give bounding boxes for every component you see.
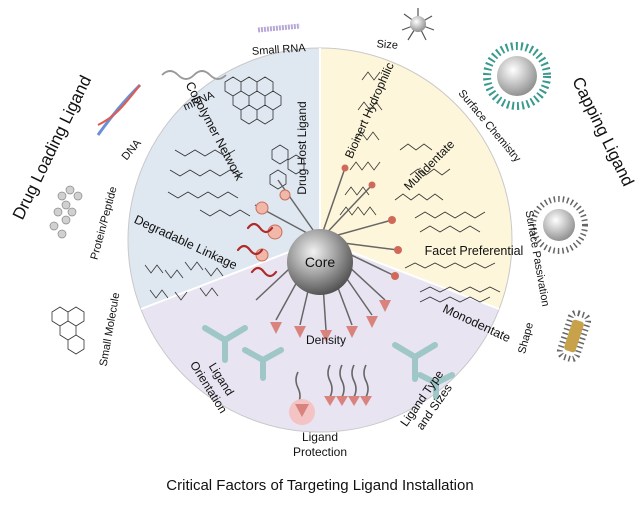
label-facet: Facet Preferential [425,244,524,258]
rna-strands [236,222,278,278]
figure-caption: Critical Factors of Targeting Ligand Ins… [166,477,473,494]
size-np-icon [401,8,435,41]
surface-passivation-np-icon [530,196,588,254]
label-small-molecule: Small Molecule [98,292,123,368]
antibody-icons [202,325,455,400]
label-dna: DNA [120,137,145,163]
protein-icon [49,185,83,239]
chemical-structures-right [339,71,501,303]
small-molecule-icon [51,306,85,355]
label-protein: Protein/Peptide [89,185,120,261]
label-protection-line1: Ligand [302,430,338,444]
label-shape: Shape [516,321,536,355]
shape-np-icon [556,309,592,363]
label-protection: Ligand Protection [293,430,347,459]
ligand-heads [324,396,372,406]
nanoparticle-core [287,229,353,295]
ligand-chains [295,364,369,405]
title-drug-loading: Drug Loading Ligand [9,72,95,222]
label-small-rna: Small RNA [252,42,307,58]
label-drug-host: Drug Host Ligand [295,101,309,194]
dna-icon [96,83,142,136]
label-protection-line2: Protection [293,445,347,459]
title-capping: Capping Ligand [568,74,637,189]
core-label: Core [305,254,336,270]
label-size: Size [376,38,398,51]
small-rna-icon [257,23,301,33]
mrna-icon [161,70,227,80]
protection-shield-icon [289,399,315,425]
dna-icon-strand [97,84,141,126]
anchor-dots [341,164,402,280]
targeting-ligand-heads [270,300,391,342]
targeting-sector [141,240,499,432]
chemical-structures-left [144,76,305,301]
label-density: Density [306,333,346,347]
surface-chemistry-np-icon [483,42,551,110]
